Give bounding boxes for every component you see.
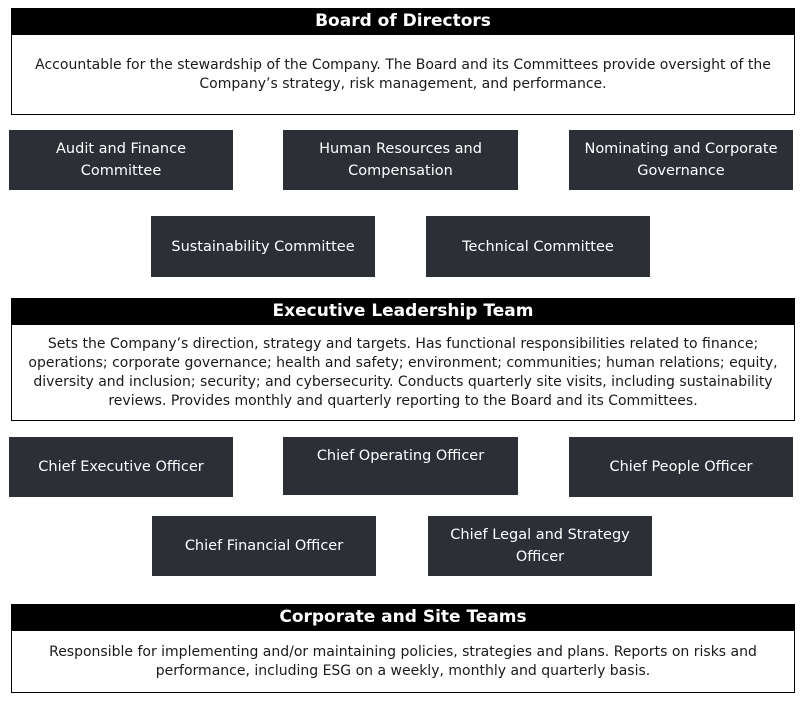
executive-leadership-header: Executive Leadership Team (11, 298, 795, 324)
committee-label: Technical Committee (462, 238, 614, 255)
committee-audit-finance: Audit and Finance Committee (9, 130, 233, 190)
board-description: Accountable for the stewardship of the C… (11, 34, 795, 115)
corporate-description: Responsible for implementing and/or main… (11, 630, 795, 693)
officer-label: Chief Legal and Strategy Officer (450, 527, 630, 565)
officer-label: Chief Operating Officer (316, 448, 485, 464)
committee-nominating-governance: Nominating and Corporate Governance (569, 130, 793, 190)
corporate-description-text: Responsible for implementing and/or main… (49, 643, 757, 679)
officer-clso: Chief Legal and Strategy Officer (428, 516, 652, 576)
committee-label: Nominating and Corporate Governance (584, 141, 778, 179)
committee-sustainability: Sustainability Committee (151, 216, 375, 277)
officer-coo: Chief Operating Officer (283, 437, 518, 495)
committee-technical: Technical Committee (426, 216, 650, 277)
officer-cfo: Chief Financial Officer (152, 516, 376, 576)
officer-ceo: Chief Executive Officer (9, 437, 233, 497)
corporate-site-teams-header: Corporate and Site Teams (11, 604, 795, 630)
committee-label: Human Resources and Compensation (319, 141, 482, 179)
board-of-directors-header: Board of Directors (11, 8, 795, 34)
executive-description: Sets the Company’s direction, strategy a… (11, 324, 795, 421)
committee-label: Audit and Finance Committee (56, 141, 186, 179)
committee-label: Sustainability Committee (171, 238, 355, 255)
board-description-text: Accountable for the stewardship of the C… (35, 56, 771, 92)
executive-description-text: Sets the Company’s direction, strategy a… (28, 335, 778, 409)
officer-label: Chief People Officer (609, 459, 753, 475)
officer-label: Chief Financial Officer (184, 538, 344, 554)
committee-human-resources: Human Resources and Compensation (283, 130, 518, 190)
officer-label: Chief Executive Officer (38, 459, 204, 475)
officer-cpo: Chief People Officer (569, 437, 793, 497)
